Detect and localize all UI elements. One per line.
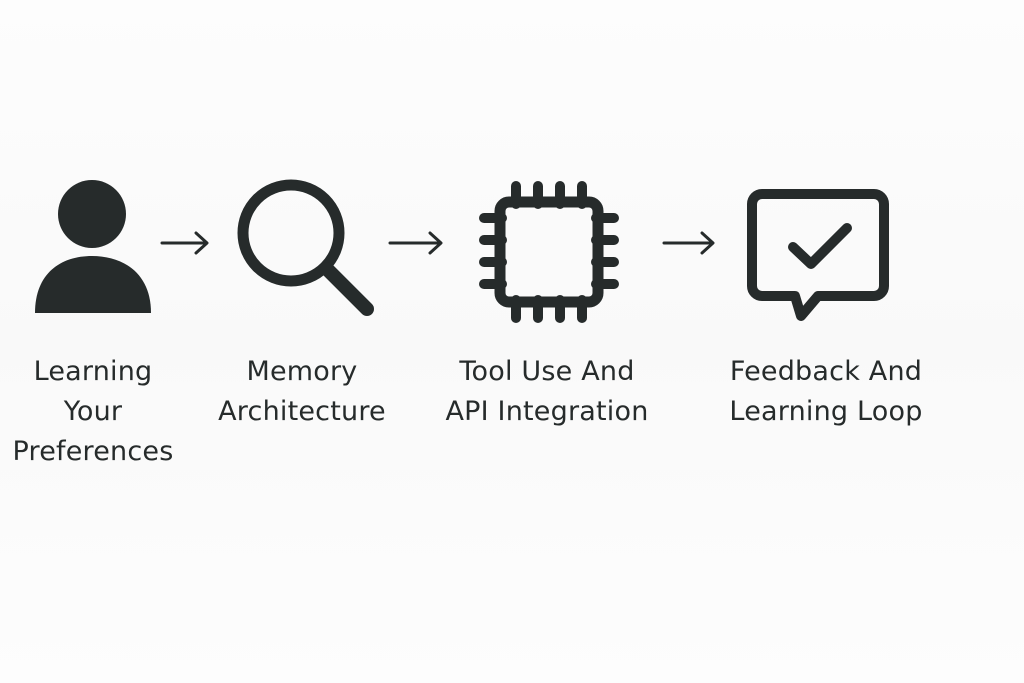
step-label-feedback-loop: Feedback And Learning Loop (696, 352, 956, 432)
step-label-line: Your (63, 396, 123, 427)
chip-icon (478, 178, 623, 326)
arrow-right-icon (388, 231, 444, 259)
step-label-memory-architecture: Memory Architecture (172, 352, 432, 432)
step-label-learning-preferences: Learning Your Preferences (0, 352, 223, 472)
step-label-line: Memory (246, 356, 358, 387)
step-label-line: Learning Loop (729, 396, 923, 427)
step-label-line: Preferences (12, 436, 174, 467)
step-label-line: Architecture (218, 396, 386, 427)
arrow-right-icon (160, 231, 210, 259)
magnifier-icon (236, 178, 381, 323)
step-label-line: Learning (33, 356, 153, 387)
person-icon (33, 180, 153, 315)
step-label-line: Feedback And (729, 356, 923, 387)
speech-bubble-check-icon (746, 188, 896, 328)
arrow-right-icon (662, 231, 716, 259)
step-label-tool-use: Tool Use And API Integration (417, 352, 677, 432)
step-label-line: Tool Use And (459, 356, 635, 387)
step-label-line: API Integration (445, 396, 649, 427)
